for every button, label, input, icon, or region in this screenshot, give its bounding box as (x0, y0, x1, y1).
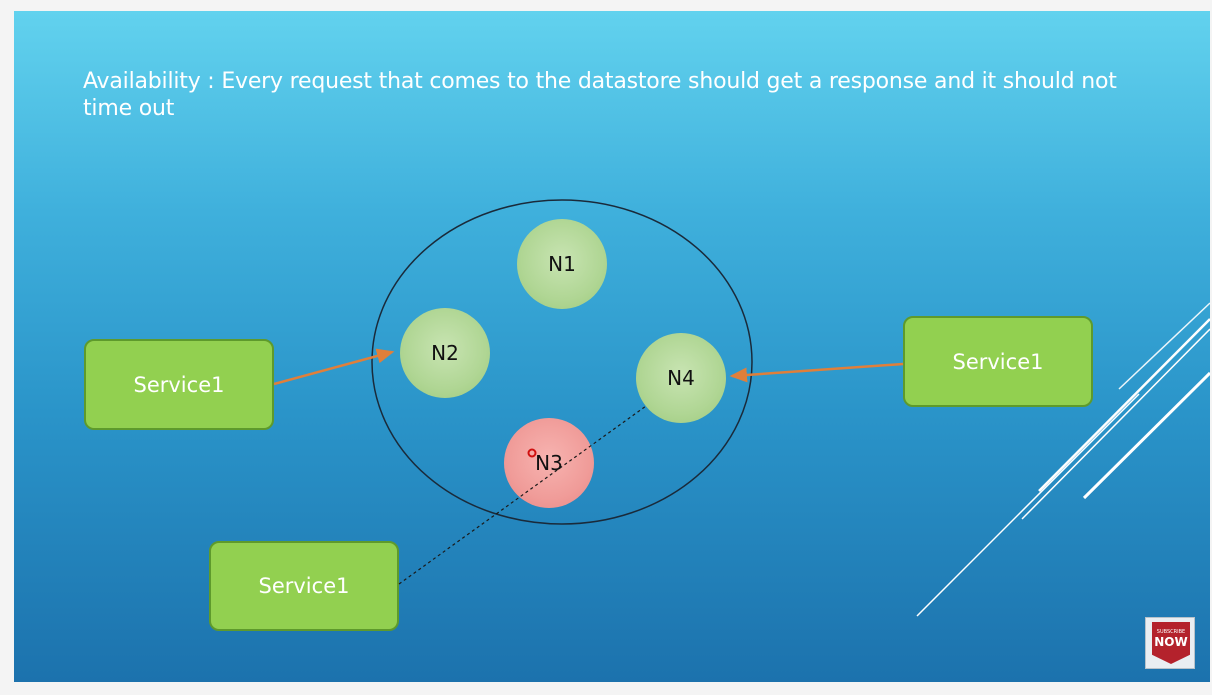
shield-icon (1152, 622, 1190, 664)
decorative-lines (916, 302, 1210, 617)
link-service1-right-to-n4 (729, 362, 904, 383)
node-n4: N4 (636, 333, 726, 423)
service1-bottom: Service1 (209, 541, 399, 631)
diagram-canvas (273, 199, 1210, 617)
now-label: NOW (1154, 635, 1188, 649)
service1-bottom-label: Service1 (258, 574, 350, 598)
service1-left-label: Service1 (133, 372, 225, 397)
slide: Availability : Every request that comes … (14, 11, 1210, 682)
node-n3: N3 (504, 418, 594, 508)
subscribe-now-badge[interactable]: SUBSCRIBE NOW (1145, 617, 1195, 669)
service1-right: Service1 (903, 316, 1093, 407)
node-n2-label: N2 (431, 341, 459, 365)
node-n1: N1 (517, 219, 607, 309)
service1-left: Service1 (84, 339, 274, 430)
link-service1-left-to-n2 (273, 348, 395, 386)
node-n1-label: N1 (548, 252, 576, 276)
node-n2: N2 (400, 308, 490, 398)
subscribe-label: SUBSCRIBE (1156, 629, 1186, 635)
service1-right-label: Service1 (952, 349, 1044, 374)
node-n4-label: N4 (667, 366, 695, 390)
node-n3-label: N3 (535, 451, 563, 475)
slide-title: Availability : Every request that comes … (83, 69, 1117, 121)
